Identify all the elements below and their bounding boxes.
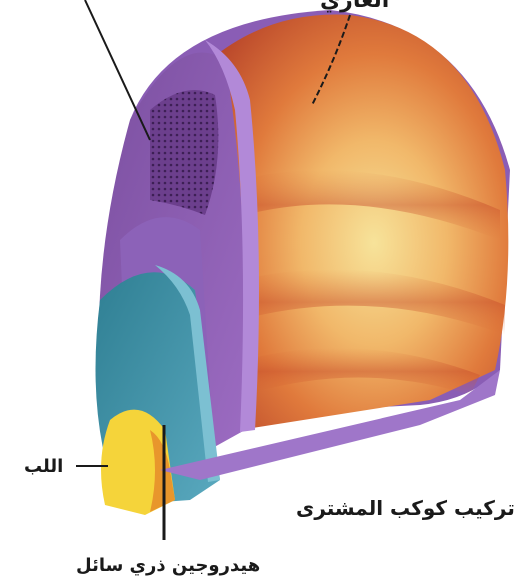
label-gaseous-layer: الغازي (320, 0, 389, 12)
diagram-caption: تركيب كوكب المشترى (296, 496, 515, 520)
dotted-transition-zone (150, 90, 218, 215)
leader-line-top-left (85, 0, 150, 140)
label-core: اللب (24, 458, 63, 476)
label-liquid-hydrogen: هيدروجين ذري سائل (76, 557, 260, 575)
